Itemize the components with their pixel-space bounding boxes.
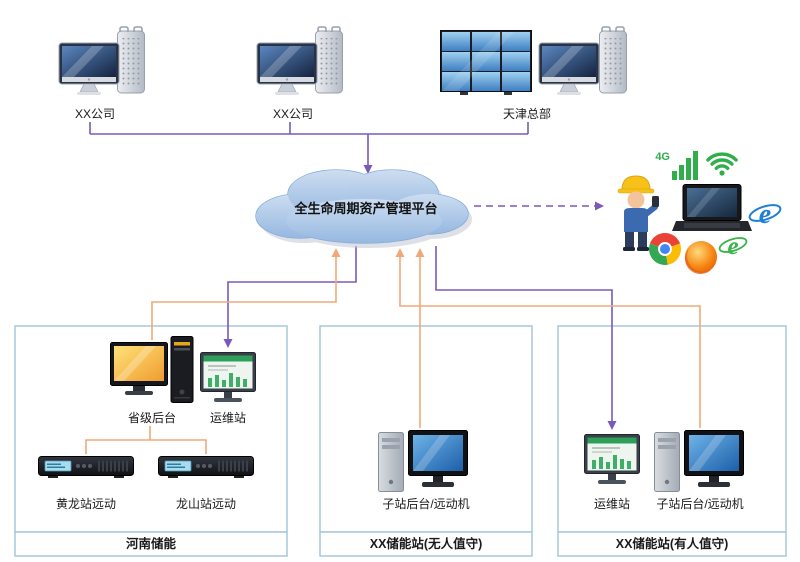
substation-backend-label: 子站后台/远动机 (656, 496, 743, 511)
group-unmanned: XX储能站(无人值守) (319, 325, 533, 557)
longshan-rtu-icon (158, 456, 254, 478)
video-wall-icon (440, 30, 532, 96)
svg-text:e: e (727, 233, 738, 260)
wifi-icon (706, 152, 738, 178)
om-station-label: 运维站 (594, 497, 630, 511)
connector-manned-to-cloud (395, 248, 701, 428)
top-node-2-label: XX公司 (273, 107, 313, 121)
top-node-1-label: XX公司 (75, 107, 115, 121)
connector-backend-to-cloud (151, 248, 341, 340)
connector-top-bus (89, 122, 529, 135)
connector-cloud-to-om-left (223, 246, 357, 348)
longshan-rtu-label: 龙山站远动 (176, 497, 236, 511)
cloud-platform: 全生命周期资产管理平台 (255, 169, 472, 248)
top-node-company-1: XX公司 (58, 26, 146, 121)
tower-icon (116, 26, 146, 94)
laptop-icon (672, 184, 752, 232)
4g-signal-icon (672, 151, 698, 180)
imac-icon (538, 42, 600, 96)
manned-devices: 运维站 子站后台/远动机 (584, 430, 744, 511)
cloud-label: 全生命周期资产管理平台 (293, 201, 437, 216)
connector-racks-to-backend (85, 426, 207, 454)
svg-text:e: e (759, 199, 771, 230)
chrome-browser-icon (648, 232, 682, 266)
group-manned-titlebar (557, 531, 787, 557)
connector-cloud-to-om-right (435, 246, 617, 430)
mobile-access-cluster: 4G e e (618, 151, 782, 275)
edge-green-browser-icon: e (718, 233, 748, 260)
group-henan-titlebar (14, 531, 288, 557)
tower-icon (314, 26, 344, 94)
top-node-tianjin-hq: 天津总部 (440, 26, 628, 121)
provincial-backend-label: 省级后台 (128, 410, 176, 425)
top-node-3-label: 天津总部 (503, 106, 551, 121)
henan-devices: 省级后台 运维站 黄龙站远动 龙山站远动 (38, 336, 256, 511)
group-unmanned-frame (319, 325, 533, 533)
group-unmanned-title: XX储能站(无人值守) (370, 536, 483, 551)
firefox-browser-icon (684, 241, 717, 275)
om-station-label: 运维站 (210, 411, 246, 425)
group-manned: XX储能站(有人值守) (557, 325, 787, 557)
imac-icon (58, 42, 120, 96)
group-henan-title: 河南储能 (126, 536, 177, 551)
huanglong-rtu-label: 黄龙站远动 (56, 497, 116, 511)
imac-icon (256, 42, 318, 96)
4g-badge: 4G (655, 151, 670, 163)
top-node-company-2: XX公司 (256, 26, 344, 121)
group-manned-frame (557, 325, 787, 533)
tower-icon (598, 26, 628, 94)
group-unmanned-titlebar (319, 531, 533, 557)
unmanned-devices: 子站后台/远动机 (378, 430, 470, 511)
group-manned-title: XX储能站(有人值守) (616, 536, 729, 551)
ie-browser-icon: e (748, 199, 782, 230)
huanglong-rtu-icon (38, 456, 134, 478)
substation-backend-label: 子站后台/远动机 (382, 496, 469, 511)
